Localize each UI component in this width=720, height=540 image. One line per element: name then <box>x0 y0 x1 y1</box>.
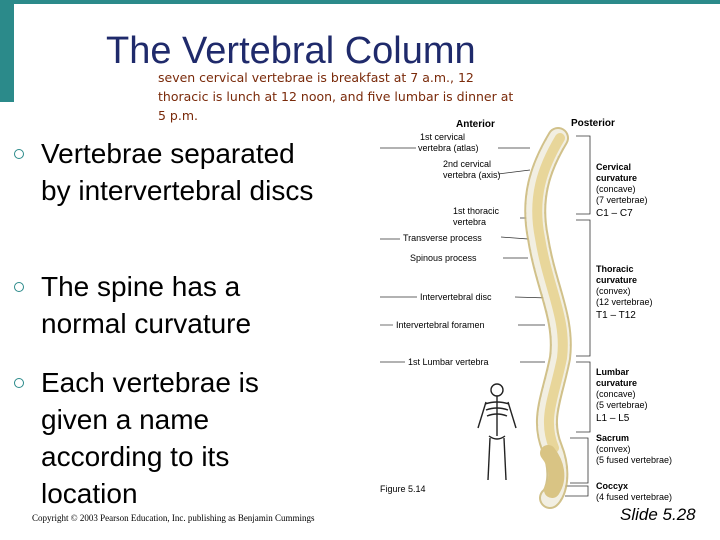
skeleton-icon <box>478 384 516 480</box>
cervical-title: Cervical <box>596 162 631 172</box>
bullet-text: The spine has a normal curvature <box>41 268 311 342</box>
thoracic-title2: curvature <box>596 275 637 285</box>
lumbar-range: L1 – L5 <box>596 413 630 424</box>
slide-number: Slide 5.28 <box>620 505 696 525</box>
cervical-title2: curvature <box>596 173 637 183</box>
cervical-range: C1 – C7 <box>596 208 633 219</box>
label-intervertebral-foramen: Intervertebral foramen <box>396 320 485 330</box>
label-transverse-process: Transverse process <box>403 233 482 243</box>
bullet-dot-icon <box>14 282 24 292</box>
coccyx-count: (4 fused vertebrae) <box>596 492 672 502</box>
label-atlas: vertebra (atlas) <box>418 143 479 153</box>
label-1st-cervical: 1st cervical <box>420 132 465 142</box>
copyright-notice: Copyright © 2003 Pearson Education, Inc.… <box>32 513 315 523</box>
spine-illustration <box>535 138 563 498</box>
label-1st-thoracic: 1st thoracic <box>453 206 500 216</box>
top-accent-bar <box>14 0 720 4</box>
left-labels: 1st cervical vertebra (atlas) 2nd cervic… <box>396 132 501 367</box>
vertebral-column-figure: Anterior Posterior 1st cervical vertebra… <box>380 118 720 510</box>
figure-caption: Figure 5.14 <box>380 484 426 494</box>
bullet-dot-icon <box>14 378 24 388</box>
thoracic-range: T1 – T12 <box>596 310 636 321</box>
posterior-heading: Posterior <box>571 118 615 129</box>
sacrum-count: (5 fused vertebrae) <box>596 455 672 465</box>
lumbar-title: Lumbar <box>596 367 630 377</box>
label-thoracic-vertebra: vertebra <box>453 217 486 227</box>
label-intervertebral-disc: Intervertebral disc <box>420 292 492 302</box>
bullet-text: Vertebrae separated by intervertebral di… <box>41 135 321 209</box>
lumbar-title2: curvature <box>596 378 637 388</box>
cervical-shape: (concave) <box>596 184 636 194</box>
anterior-heading: Anterior <box>456 119 495 130</box>
thoracic-title: Thoracic <box>596 264 634 274</box>
thoracic-shape: (convex) <box>596 286 631 296</box>
label-spinous-process: Spinous process <box>410 253 477 263</box>
bullet-text: Each vertebrae is given a name according… <box>41 364 306 512</box>
left-accent-bar <box>0 0 14 102</box>
region-brackets <box>565 136 590 496</box>
sacrum-shape: (convex) <box>596 444 631 454</box>
sacrum-title: Sacrum <box>596 433 629 443</box>
label-1st-lumbar: 1st Lumbar vertebra <box>408 357 489 367</box>
right-labels: Cervical curvature (concave) (7 vertebra… <box>596 162 672 502</box>
label-axis: vertebra (axis) <box>443 170 501 180</box>
label-2nd-cervical: 2nd cervical <box>443 159 491 169</box>
coccyx-title: Coccyx <box>596 481 628 491</box>
bullet-dot-icon <box>14 149 24 159</box>
slide-title: The Vertebral Column <box>106 30 476 73</box>
thoracic-count: (12 vertebrae) <box>596 297 653 307</box>
lumbar-count: (5 vertebrae) <box>596 400 648 410</box>
lumbar-shape: (concave) <box>596 389 636 399</box>
slide-subtitle: seven cervical vertebrae is breakfast at… <box>158 68 518 125</box>
cervical-count: (7 vertebrae) <box>596 195 648 205</box>
